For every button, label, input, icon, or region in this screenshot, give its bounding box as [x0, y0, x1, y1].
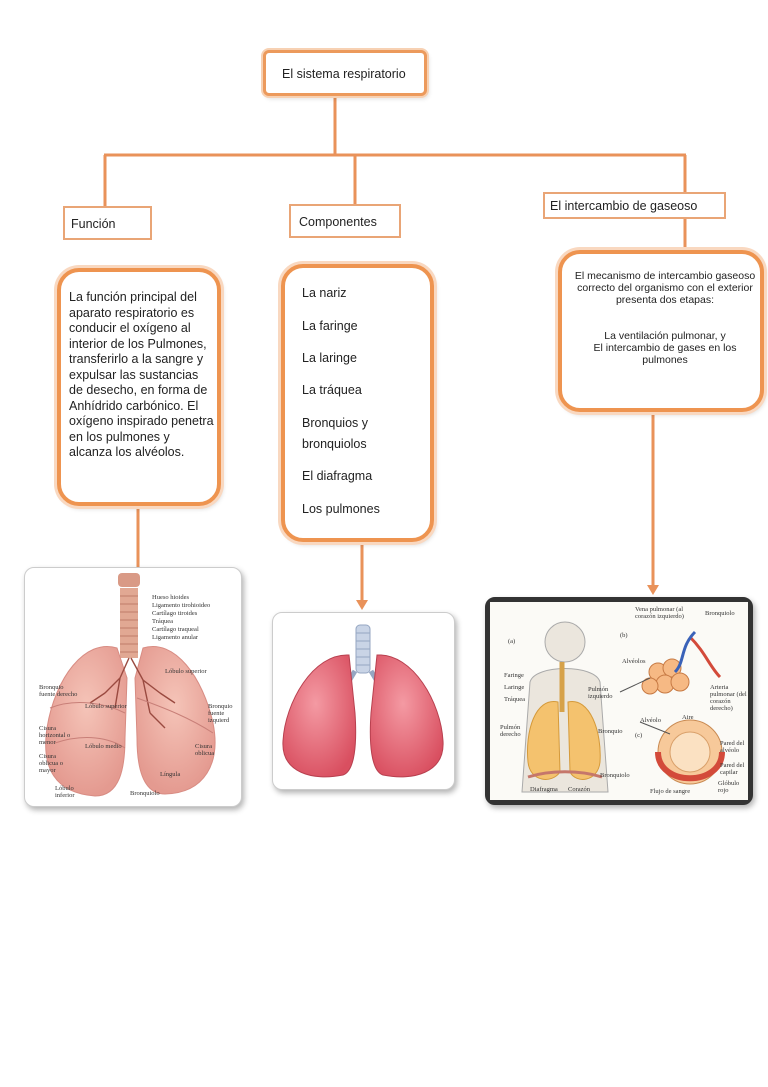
image-label: Cartílago traqueal: [152, 626, 199, 633]
image-label: Bronquio fuente izquierd: [208, 703, 233, 724]
image-label: Flujo de sangre: [650, 788, 691, 795]
image-label: Alvéolos: [622, 658, 646, 665]
image-label: Glóbulo rojo: [718, 780, 740, 794]
image-label: Bronquio: [598, 728, 623, 735]
image-label: Ligamento anular: [152, 634, 199, 641]
image-label: Pared del alvéolo: [720, 740, 745, 754]
image-label: Cisura oblicua: [195, 743, 215, 757]
lung-anatomy-illustration: [45, 573, 216, 797]
image-label: Corazón: [568, 786, 591, 793]
image-label: Lóbulo superior: [165, 668, 207, 675]
lungs-image: [272, 612, 455, 790]
lungs-illustration: [282, 624, 444, 778]
image-label: Cartílago tiroides: [152, 610, 198, 617]
image-label: Tráquea: [504, 696, 526, 703]
list-item: La tráquea: [302, 383, 362, 397]
image-label: Ligamento tirohioideo: [152, 602, 211, 609]
image-label: (a): [508, 638, 516, 645]
image-label: Aire: [682, 714, 694, 721]
componentes-list: La nariz La faringe La laringe La tráque…: [281, 264, 434, 542]
componentes-label: Componentes: [299, 215, 377, 229]
image-label: Pared del capilar: [720, 762, 745, 776]
intercambio-header: El intercambio de gaseoso: [543, 192, 726, 219]
image-label: Arteria pulmonar (del corazón derecho): [710, 684, 747, 712]
list-item: Los pulmones: [302, 502, 380, 516]
list-item: La nariz: [302, 286, 347, 300]
list-item: Bronquios y: [302, 416, 369, 430]
arrow-head-icon: [356, 600, 368, 610]
image-label: Tráquea: [152, 618, 174, 625]
funcion-header: Función: [63, 206, 152, 240]
intercambio-text-3: El intercambio de gases en los pulmones: [593, 342, 737, 366]
image-label: Bronquio fuente derecho: [39, 684, 78, 698]
funcion-description-box: La función principal del aparato respira…: [57, 268, 221, 506]
image-label: Lóbulo medio: [85, 743, 122, 750]
image-label: Bronquiolo: [705, 610, 735, 617]
intercambio-description-box: El mecanismo de intercambio gaseoso corr…: [558, 250, 764, 412]
image-label: Hueso hioides: [152, 594, 190, 601]
arrow-head-icon: [647, 585, 659, 595]
image-label: Faringe: [504, 672, 524, 679]
intercambio-text-2: La ventilación pulmonar, y: [604, 330, 726, 342]
image-label: Bronquiolo: [600, 772, 630, 779]
image-label: Pulmón izquierdo: [588, 686, 613, 700]
list-item: La faringe: [302, 319, 358, 333]
image-label: (b): [620, 632, 628, 639]
funcion-description: La función principal del aparato respira…: [69, 290, 214, 459]
image-label: Diafragma: [530, 786, 558, 793]
intercambio-text-1: El mecanismo de intercambio gaseoso corr…: [574, 270, 756, 306]
title-box: El sistema respiratorio: [263, 50, 427, 96]
page-title: El sistema respiratorio: [282, 67, 406, 81]
image-label: Cisura oblicua o mayor: [39, 753, 64, 774]
image-label: Laringe: [504, 684, 525, 691]
funcion-label: Función: [71, 217, 116, 231]
image-label: Vena pulmonar (al corazón izquierdo): [635, 606, 684, 620]
list-item: El diafragma: [302, 469, 373, 483]
image-label: Língula: [160, 771, 181, 778]
intercambio-label: El intercambio de gaseoso: [550, 199, 698, 213]
image-label: Lóbulo superior: [85, 703, 127, 710]
image-label: Alvéolo: [640, 717, 661, 724]
componentes-header: Componentes: [289, 204, 401, 238]
image-label: Bronquiolo: [130, 790, 160, 797]
image-label: Pulmón derecho: [500, 724, 521, 738]
image-label: Lóbulo inferior: [55, 785, 75, 799]
image-label: Cisura horizontal o menor: [39, 725, 71, 746]
gas-exchange-image: (a) (b) (c) Vena pulmonar (al corazón iz…: [485, 597, 753, 805]
image-label: (c): [635, 732, 643, 739]
gas-exchange-illustration: [490, 602, 748, 800]
lung-anatomy-image: Hueso hioides Ligamento tirohioideo Cart…: [24, 567, 242, 807]
list-item: La laringe: [302, 351, 357, 365]
list-item: bronquiolos: [302, 437, 367, 451]
